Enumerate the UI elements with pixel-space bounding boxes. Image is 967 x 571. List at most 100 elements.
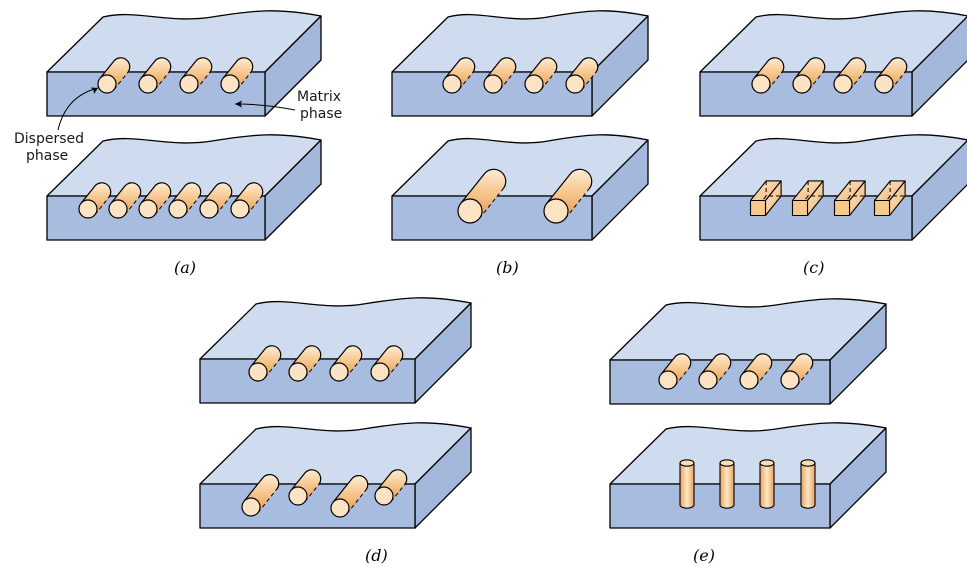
fiber-e-top-1-hidden-edge	[674, 368, 690, 386]
fiber-a-bottom-5-endcap	[199, 199, 219, 219]
fiber-b-bottom-2-endcap	[543, 198, 569, 224]
fiber-a-bottom-3-hidden-edge	[154, 197, 170, 215]
fiber-c-top-3	[833, 57, 867, 94]
fiber-c-top-1-outline	[753, 57, 785, 79]
dispersed-phase-label-line1: Dispersed	[14, 131, 84, 147]
slab-a-bottom	[46, 134, 322, 241]
fiber-b-bottom-1-hidden-edge	[478, 188, 504, 219]
fiber-d-top-2	[288, 345, 322, 382]
fiber-d-top-1-endcap	[248, 362, 268, 382]
vfiber-e-3	[759, 459, 775, 509]
slab-c-bottom	[699, 134, 967, 241]
caption-e: (e)	[693, 546, 715, 565]
fiber-a-top-1-hidden-edge	[113, 72, 129, 90]
vfiber-e-2	[719, 459, 735, 509]
fiber-a-bottom-4	[168, 182, 202, 219]
fiber-d-bottom-4-endcap	[374, 486, 394, 506]
fiber-e-top-2	[698, 353, 732, 390]
fiber-e-top-3	[739, 353, 773, 390]
fiber-b-top-1-endcap	[442, 74, 462, 94]
fiber-d-top-4-endcap	[370, 362, 390, 382]
fiber-d-bottom-1-endcap	[241, 497, 261, 517]
rod-c-bottom-2	[791, 180, 824, 217]
caption-d: (d)	[365, 546, 388, 565]
fiber-b-bottom-2-hidden-edge	[564, 188, 590, 219]
fiber-a-bottom-2-outline	[110, 182, 142, 204]
fiber-b-top-2-endcap	[483, 74, 503, 94]
rod-c-bottom-1-front	[749, 199, 767, 217]
vfiber-e-3-endcap	[759, 459, 775, 467]
fiber-d-bottom-1	[241, 474, 280, 517]
fiber-b-bottom-2	[543, 168, 593, 224]
fiber-a-bottom-4-outline	[170, 182, 202, 204]
fiber-a-bottom-2-endcap	[108, 199, 128, 219]
fiber-d-bottom-2-hidden-edge	[304, 484, 320, 502]
fiber-d-top-1	[248, 345, 282, 382]
fiber-c-top-3-endcap	[833, 74, 853, 94]
fiber-a-bottom-4-endcap	[168, 199, 188, 219]
fiber-a-top-1-endcap	[97, 74, 117, 94]
fiber-a-top-1	[97, 57, 131, 94]
fiber-a-bottom-3-outline	[140, 182, 172, 204]
vfiber-e-1-body	[679, 462, 695, 509]
fiber-b-top-4-outline	[567, 57, 599, 79]
fiber-d-top-1-outline	[250, 345, 282, 367]
fiber-a-top-3-hidden-edge	[195, 72, 211, 90]
fiber-d-bottom-4	[374, 469, 408, 506]
fiber-e-top-1	[658, 353, 692, 390]
fiber-c-top-4-outline	[876, 57, 908, 79]
fiber-b-top-1-hidden-edge	[458, 72, 474, 90]
vfiber-e-4-endcap	[800, 459, 816, 467]
fiber-e-top-4-hidden-edge	[796, 368, 812, 386]
slab-b-top-top-face	[391, 10, 649, 73]
slab-c-top-top-face	[699, 10, 967, 73]
fiber-e-top-4	[780, 353, 814, 390]
fiber-a-top-3	[179, 57, 213, 94]
fiber-a-top-4-outline	[222, 57, 254, 79]
vfiber-e-2-endcap	[719, 459, 735, 467]
fiber-a-top-4	[220, 57, 254, 94]
fiber-d-bottom-3-outline	[332, 475, 369, 503]
vfiber-e-3-body	[759, 462, 775, 509]
fiber-c-top-2-outline	[794, 57, 826, 79]
fiber-d-top-2-hidden-edge	[304, 360, 320, 378]
fiber-d-top-1-hidden-edge	[264, 360, 280, 378]
fiber-e-top-4-endcap	[780, 370, 800, 390]
slab-d-bottom-top-face	[199, 422, 472, 485]
fiber-a-bottom-6-outline	[232, 182, 264, 204]
fiber-c-top-4-endcap	[874, 74, 894, 94]
fiber-b-top-4-hidden-edge	[581, 72, 597, 90]
slab-e-bottom	[609, 422, 887, 529]
fiber-d-top-4	[370, 345, 404, 382]
fiber-d-top-3-hidden-edge	[345, 360, 361, 378]
fiber-c-top-4	[874, 57, 908, 94]
vfiber-e-4-body	[800, 462, 816, 509]
fiber-c-top-2	[792, 57, 826, 94]
fiber-a-bottom-6	[230, 182, 264, 219]
fiber-a-top-2-outline	[140, 57, 172, 79]
slab-e-top	[609, 298, 887, 405]
fiber-b-top-4-endcap	[565, 74, 585, 94]
fiber-a-bottom-3	[138, 182, 172, 219]
fiber-d-bottom-2	[288, 469, 322, 506]
fiber-d-top-3-outline	[331, 345, 363, 367]
slab-a-bottom-top-face	[46, 134, 322, 197]
fiber-d-bottom-4-outline	[376, 469, 408, 491]
fiber-d-top-2-outline	[290, 345, 322, 367]
fiber-d-bottom-2-outline	[290, 469, 322, 491]
slab-e-bottom-top-face	[609, 422, 887, 485]
fiber-a-top-4-hidden-edge	[236, 72, 252, 90]
fiber-b-top-3-outline	[526, 57, 558, 79]
fiber-b-top-3-hidden-edge	[540, 72, 556, 90]
fiber-a-bottom-2-hidden-edge	[124, 197, 140, 215]
fiber-e-top-1-outline	[660, 353, 692, 375]
caption-c: (c)	[803, 258, 824, 277]
fiber-a-bottom-2	[108, 182, 142, 219]
dispersed-arrow	[57, 87, 99, 131]
fiber-a-top-2	[138, 57, 172, 94]
fiber-c-top-2-hidden-edge	[808, 72, 824, 90]
fiber-e-top-3-hidden-edge	[755, 368, 771, 386]
fiber-e-top-3-outline	[741, 353, 773, 375]
fiber-d-bottom-3	[330, 475, 369, 518]
